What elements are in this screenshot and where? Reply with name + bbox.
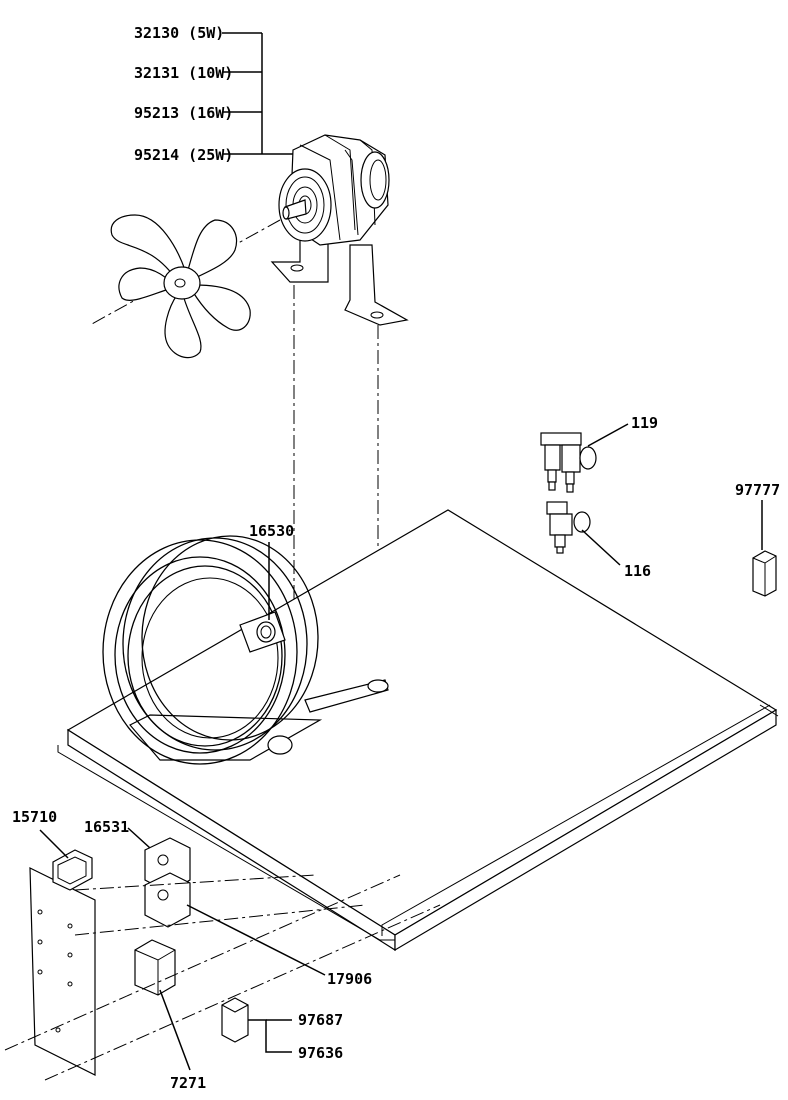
label-119: 119 [631, 414, 658, 432]
relay-17906 [144, 872, 191, 928]
base-plate [57, 509, 779, 952]
fan-blade [110, 214, 251, 359]
label-32130: 32130 (5W) [134, 24, 224, 42]
cap-97687 [221, 997, 249, 1043]
label-15710: 15710 [12, 808, 57, 826]
assembly-line-a [74, 874, 316, 891]
assembly-line-d [44, 904, 441, 1081]
label-7271: 7271 [170, 1074, 206, 1092]
assembly-line-c [4, 874, 401, 1051]
label-95214: 95214 (25W) [134, 146, 233, 164]
label-97636: 97636 [298, 1044, 343, 1062]
fan-motor [270, 134, 409, 326]
motor-label-leaders [222, 32, 293, 155]
cap-97777 [752, 550, 777, 597]
assembly-line-b [74, 904, 366, 936]
label-32131: 32131 (10W) [134, 64, 233, 82]
mounting-panel [29, 867, 96, 1076]
valve-119 [540, 432, 597, 493]
label-16530: 16530 [249, 522, 294, 540]
label-16531: 16531 [84, 818, 129, 836]
label-17906: 17906 [327, 970, 372, 988]
label-97777: 97777 [735, 481, 780, 499]
valve-116 [546, 501, 591, 554]
switch-15710 [52, 849, 93, 891]
capacitor-7271 [134, 939, 176, 996]
label-116: 116 [624, 562, 651, 580]
label-95213: 95213 (16W) [134, 104, 233, 122]
leader-lines [39, 423, 763, 1071]
label-97687: 97687 [298, 1011, 343, 1029]
evaporator-coil [102, 535, 389, 765]
